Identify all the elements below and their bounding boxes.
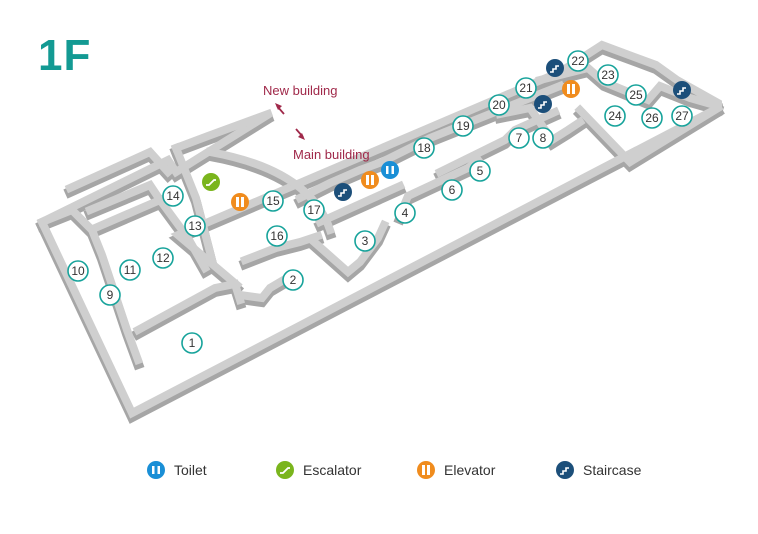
toilet-icon xyxy=(147,461,165,479)
map-staircase-icon xyxy=(546,59,564,77)
map-staircase-icon xyxy=(673,81,691,99)
svg-text:19: 19 xyxy=(456,119,470,133)
legend-staircase: Staircase xyxy=(555,459,641,481)
map-elevator-icon xyxy=(361,171,379,189)
legend-toilet-label: Toilet xyxy=(174,462,207,478)
room-2[interactable]: 2 xyxy=(282,269,304,291)
room-27[interactable]: 27 xyxy=(671,105,693,127)
svg-text:18: 18 xyxy=(417,141,431,155)
svg-text:17: 17 xyxy=(307,203,321,217)
svg-text:14: 14 xyxy=(166,189,180,203)
staircase-icon xyxy=(556,461,574,479)
svg-text:3: 3 xyxy=(362,234,369,248)
svg-text:13: 13 xyxy=(188,219,202,233)
svg-text:8: 8 xyxy=(540,131,547,145)
legend-escalator: Escalator xyxy=(275,459,361,481)
legend-elevator: Elevator xyxy=(416,459,495,481)
room-22[interactable]: 22 xyxy=(567,50,589,72)
room-18[interactable]: 18 xyxy=(413,137,435,159)
legend-toilet: Toilet xyxy=(146,459,207,481)
svg-text:New building: New building xyxy=(263,83,337,98)
room-23[interactable]: 23 xyxy=(597,64,619,86)
arrow-up-left-icon xyxy=(275,103,285,115)
floor-title: 1F xyxy=(38,31,92,80)
new-building-label: New building xyxy=(263,83,337,115)
room-24[interactable]: 24 xyxy=(604,105,626,127)
room-1[interactable]: 1 xyxy=(181,332,203,354)
legend-staircase-label: Staircase xyxy=(583,462,642,478)
room-14[interactable]: 14 xyxy=(162,185,184,207)
svg-text:22: 22 xyxy=(571,54,585,68)
svg-text:25: 25 xyxy=(629,88,643,102)
svg-text:1: 1 xyxy=(189,336,196,350)
svg-text:6: 6 xyxy=(449,183,456,197)
map-staircase-icon xyxy=(334,183,352,201)
walls-top xyxy=(36,40,724,419)
svg-text:5: 5 xyxy=(477,164,484,178)
svg-text:7: 7 xyxy=(516,131,523,145)
room-9[interactable]: 9 xyxy=(99,284,121,306)
room-4[interactable]: 4 xyxy=(394,202,416,224)
room-16[interactable]: 16 xyxy=(266,225,288,247)
svg-text:27: 27 xyxy=(675,109,689,123)
arrow-down-right-icon xyxy=(295,128,305,140)
svg-text:12: 12 xyxy=(156,251,170,265)
svg-text:9: 9 xyxy=(107,288,114,302)
svg-text:4: 4 xyxy=(402,206,409,220)
room-26[interactable]: 26 xyxy=(641,107,663,129)
map-elevator-icon xyxy=(562,80,580,98)
svg-text:2: 2 xyxy=(290,273,297,287)
svg-text:10: 10 xyxy=(71,264,85,278)
room-12[interactable]: 12 xyxy=(152,247,174,269)
room-25[interactable]: 25 xyxy=(625,84,647,106)
map-elevator-icon xyxy=(231,193,249,211)
svg-text:15: 15 xyxy=(266,194,280,208)
room-8[interactable]: 8 xyxy=(532,127,554,149)
map-staircase-icon xyxy=(534,95,552,113)
map-escalator-icon xyxy=(202,173,220,191)
room-5[interactable]: 5 xyxy=(469,160,491,182)
svg-text:20: 20 xyxy=(492,98,506,112)
room-19[interactable]: 19 xyxy=(452,115,474,137)
map-toilet-icon xyxy=(381,161,399,179)
room-6[interactable]: 6 xyxy=(441,179,463,201)
room-7[interactable]: 7 xyxy=(508,127,530,149)
room-20[interactable]: 20 xyxy=(488,94,510,116)
svg-text:Main building: Main building xyxy=(293,147,370,162)
legend-escalator-label: Escalator xyxy=(303,462,362,478)
room-15[interactable]: 15 xyxy=(262,190,284,212)
main-building-label: Main building xyxy=(293,128,370,162)
escalator-icon xyxy=(276,461,294,479)
elevator-icon xyxy=(417,461,435,479)
room-17[interactable]: 17 xyxy=(303,199,325,221)
room-21[interactable]: 21 xyxy=(515,77,537,99)
svg-text:24: 24 xyxy=(608,109,622,123)
svg-text:21: 21 xyxy=(519,81,533,95)
legend-elevator-label: Elevator xyxy=(444,462,496,478)
room-3[interactable]: 3 xyxy=(354,230,376,252)
room-11[interactable]: 11 xyxy=(119,259,141,281)
svg-text:16: 16 xyxy=(270,229,284,243)
room-10[interactable]: 10 xyxy=(67,260,89,282)
svg-text:11: 11 xyxy=(124,263,137,277)
room-13[interactable]: 13 xyxy=(184,215,206,237)
svg-text:26: 26 xyxy=(645,111,659,125)
svg-text:23: 23 xyxy=(601,68,615,82)
